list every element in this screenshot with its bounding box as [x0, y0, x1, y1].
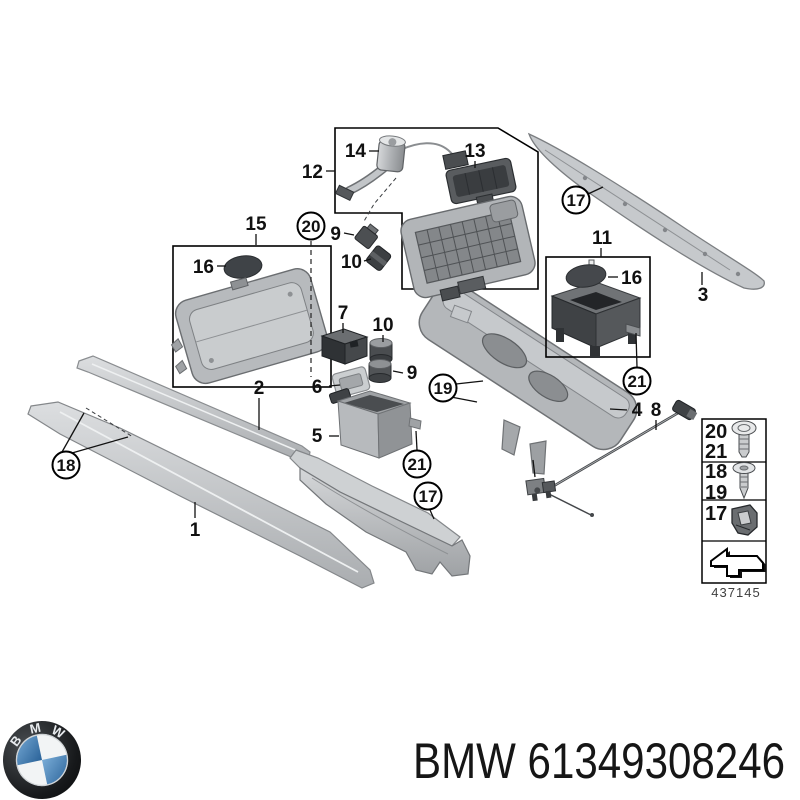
part-16-cover-cap-right	[565, 264, 607, 288]
part-14-lock-lever	[334, 135, 459, 224]
callout-circle-21-right: 21	[628, 372, 647, 391]
callout-16-left: 16	[193, 257, 214, 278]
legend-label-17: 17	[705, 503, 727, 525]
pan-head-screw-icon	[731, 420, 757, 458]
cable-end-connector	[672, 399, 698, 421]
callout-16-right: 16	[621, 268, 642, 289]
logo-letter-m: M	[28, 720, 42, 737]
callout-12: 12	[302, 162, 323, 183]
callout-circle-17-lower: 17	[419, 487, 438, 506]
legend-label-20: 20	[705, 421, 727, 443]
part-9-ashtray-insert	[368, 359, 392, 383]
callout-7: 7	[338, 303, 349, 324]
callout-2: 2	[254, 378, 265, 399]
part-3-trim-blade	[527, 132, 765, 290]
part-5-storage-bin	[328, 388, 422, 459]
callout-6: 6	[312, 377, 323, 398]
part-9-upper-lock-barrel	[354, 223, 379, 249]
callout-9-mid: 9	[407, 363, 418, 384]
part-10-socket-insert	[369, 338, 393, 364]
legend-label-21: 21	[705, 441, 727, 463]
callout-circle-17-upper: 17	[567, 191, 586, 210]
part-6-tray-insert	[331, 366, 371, 398]
callout-5: 5	[312, 426, 323, 447]
callout-circle-18: 18	[57, 456, 76, 475]
callout-14: 14	[345, 141, 367, 162]
bmw-roundel-logo: B M W	[3, 720, 81, 799]
callout-8: 8	[651, 400, 662, 421]
callout-circle-19: 19	[434, 379, 453, 398]
part-8-bowden-cable	[525, 399, 698, 517]
callout-3: 3	[698, 285, 709, 306]
callout-1: 1	[190, 520, 201, 541]
group-box-15	[172, 245, 332, 388]
callout-10-upper: 10	[341, 252, 362, 273]
callouts: 12 14 13 15 16 9 10 11 16 3 7 10 9 6 5 4…	[190, 141, 709, 541]
callout-10-mid: 10	[372, 315, 393, 336]
part-1-sill-trim-strip	[27, 401, 375, 589]
callout-11: 11	[592, 228, 613, 249]
legend-label-18: 18	[705, 461, 727, 483]
pointed-screw-with-washer-icon	[732, 462, 756, 500]
part-16-cover-cap-left	[223, 255, 263, 279]
callout-circle-21-left: 21	[408, 455, 427, 474]
circled-callouts: 20 17 19 21 21 17 18	[51, 185, 652, 520]
callout-circle-20: 20	[302, 217, 321, 236]
part-2-rear-side-panel	[289, 449, 471, 577]
part-7-switch-block	[320, 328, 369, 365]
spring-clip-icon	[731, 504, 758, 536]
armrest-lid-top	[170, 268, 328, 385]
legend-table: 20 21 18 19 17 437145	[701, 418, 767, 600]
diagram-number: 437145	[711, 585, 760, 600]
part-number-text: BMW 61349308246	[413, 733, 785, 789]
direction-arrow-icon	[710, 547, 766, 578]
armrest-lid-underside	[400, 195, 536, 302]
callout-15: 15	[245, 214, 267, 235]
callout-9-upper: 9	[330, 224, 341, 245]
part-13-rubber-insert	[442, 150, 517, 205]
callout-13: 13	[464, 141, 485, 162]
part-10-upper-socket	[366, 245, 392, 271]
legend-label-19: 19	[705, 482, 727, 504]
cable-latch	[525, 477, 557, 502]
callout-4: 4	[632, 400, 643, 421]
